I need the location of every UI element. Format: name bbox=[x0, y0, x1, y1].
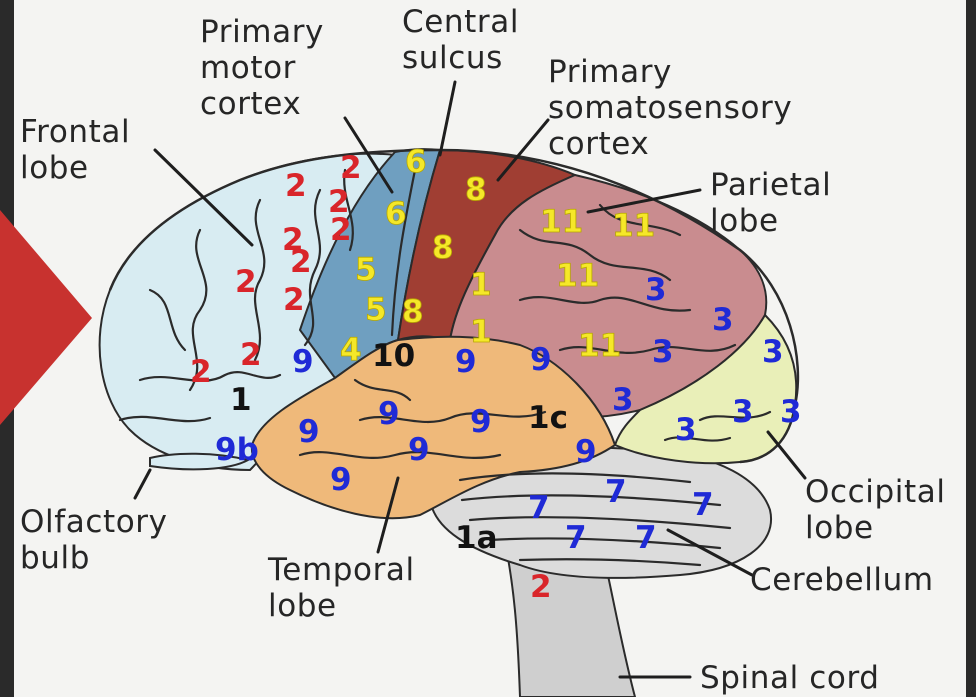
region-number: 1a bbox=[455, 520, 498, 556]
region-number: 9 bbox=[298, 414, 320, 450]
region-number: 11 bbox=[578, 328, 621, 364]
region-number: 7 bbox=[565, 520, 587, 556]
region-number: 11 bbox=[556, 258, 599, 294]
region-number: 6 bbox=[385, 196, 407, 232]
region-number: 3 bbox=[652, 334, 674, 370]
region-number: 9 bbox=[575, 434, 597, 470]
region-number: 9b bbox=[215, 432, 259, 468]
region-number: 1c bbox=[528, 400, 568, 436]
region-number: 8 bbox=[465, 172, 487, 208]
region-number: 2 bbox=[328, 184, 350, 220]
region-number: 8 bbox=[402, 294, 424, 330]
region-number: 2 bbox=[340, 150, 362, 186]
region-number: 5 bbox=[365, 292, 387, 328]
region-number: 3 bbox=[645, 272, 667, 308]
region-number: 3 bbox=[675, 412, 697, 448]
region-number: 2 bbox=[235, 264, 257, 300]
region-number: 9 bbox=[292, 344, 314, 380]
region-number: 9 bbox=[378, 396, 400, 432]
label-spinal-cord: Spinal cord bbox=[700, 660, 880, 696]
region-number: 3 bbox=[612, 382, 634, 418]
region-number: 7 bbox=[692, 487, 714, 523]
region-number: 11 bbox=[612, 208, 655, 244]
region-number: 1 bbox=[470, 267, 492, 303]
region-number: 2 bbox=[290, 244, 312, 280]
region-number: 9 bbox=[530, 342, 552, 378]
region-number: 1 bbox=[230, 382, 252, 418]
region-number: 3 bbox=[732, 394, 754, 430]
region-number: 5 bbox=[355, 252, 377, 288]
region-number: 7 bbox=[528, 490, 550, 526]
region-number: 7 bbox=[635, 520, 657, 556]
region-number: 4 bbox=[340, 332, 362, 368]
region-number: 3 bbox=[712, 302, 734, 338]
region-number: 9 bbox=[330, 462, 352, 498]
region-number: 3 bbox=[762, 334, 784, 370]
region-number: 2 bbox=[530, 569, 552, 605]
region-number: 3 bbox=[780, 394, 802, 430]
region-number: 9 bbox=[470, 404, 492, 440]
region-number: 8 bbox=[432, 230, 454, 266]
region-number: 7 bbox=[605, 474, 627, 510]
region-number: 2 bbox=[240, 337, 262, 373]
region-number: 9 bbox=[455, 344, 477, 380]
region-number: 2 bbox=[283, 282, 305, 318]
label-cerebellum: Cerebellum bbox=[750, 562, 934, 598]
region-number: 11 bbox=[540, 204, 583, 240]
region-number: 10 bbox=[372, 338, 415, 374]
region-number: 2 bbox=[190, 354, 212, 390]
region-number: 9 bbox=[408, 432, 430, 468]
region-number: 6 bbox=[405, 144, 427, 180]
region-number: 2 bbox=[285, 168, 307, 204]
right-frame-edge bbox=[966, 0, 976, 697]
